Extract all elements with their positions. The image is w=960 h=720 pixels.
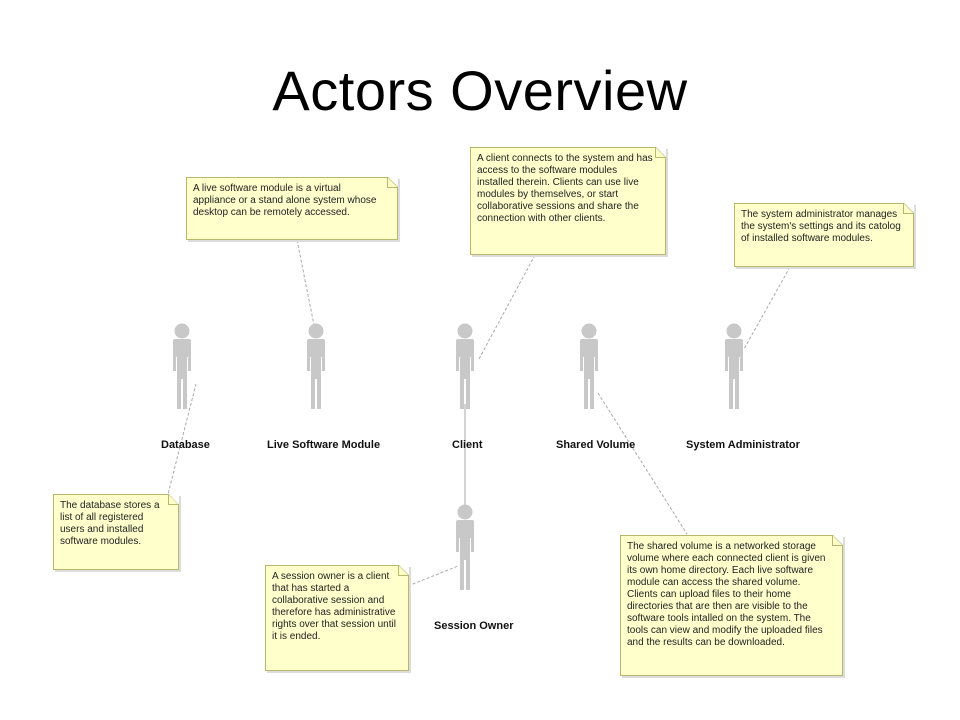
note-fold-icon xyxy=(387,177,398,188)
note-text-session-owner: A session owner is a client that has sta… xyxy=(272,571,396,642)
note-text-system-administrator: The system administrator manages the sys… xyxy=(741,209,901,244)
actor-label-shared-volume: Shared Volume xyxy=(556,439,636,451)
note-text-client: A client connects to the system and has … xyxy=(477,153,653,224)
page-title: Actors Overview xyxy=(272,59,688,122)
note-text-live-software-module: A live software module is a virtual appl… xyxy=(193,183,377,218)
note-live-software-module: A live software module is a virtual appl… xyxy=(186,177,398,240)
note-text-shared-volume: The shared volume is a networked storage… xyxy=(627,541,826,648)
actor-label-database: Database xyxy=(161,439,210,451)
note-fold-icon xyxy=(655,147,666,158)
connector-system-administrator xyxy=(743,266,791,350)
note-shared-volume: The shared volume is a networked storage… xyxy=(620,535,843,676)
connector-live-software-module xyxy=(296,239,315,326)
client-actor-icon xyxy=(456,323,474,409)
note-system-administrator: The system administrator manages the sys… xyxy=(734,203,914,267)
connector-client xyxy=(478,254,536,360)
note-fold-icon xyxy=(903,203,914,214)
note-text-database: The database stores a list of all regist… xyxy=(60,500,160,547)
database-actor-icon xyxy=(173,323,191,409)
shared-volume-actor-icon xyxy=(580,323,598,409)
actor-label-system-administrator: System Administrator xyxy=(686,439,800,451)
note-client: A client connects to the system and has … xyxy=(470,147,666,255)
system-administrator-actor-icon xyxy=(725,323,743,409)
session-owner-actor-icon xyxy=(456,504,474,590)
note-database: The database stores a list of all regist… xyxy=(53,494,179,570)
live-software-module-actor-icon xyxy=(307,323,325,409)
actor-label-live-software-module: Live Software Module xyxy=(267,439,381,451)
connector-session-owner xyxy=(407,565,459,587)
note-fold-icon xyxy=(398,565,409,576)
note-fold-icon xyxy=(168,494,179,505)
note-session-owner: A session owner is a client that has sta… xyxy=(265,565,409,671)
actor-label-client: Client xyxy=(452,439,483,451)
connector-shared-volume xyxy=(597,392,688,535)
actor-label-session-owner: Session Owner xyxy=(434,620,514,632)
note-fold-icon xyxy=(832,535,843,546)
